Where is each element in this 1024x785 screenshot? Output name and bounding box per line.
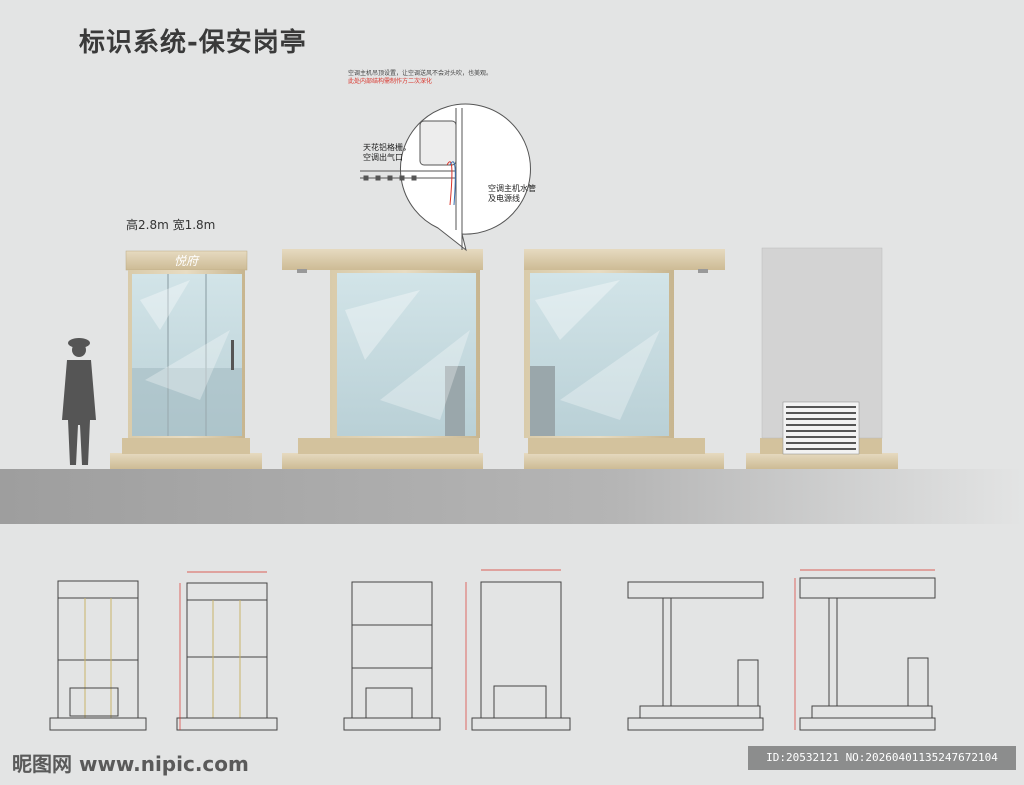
callout-detail [360, 108, 463, 250]
ceiling-grille-label: 天花铝格栅， 空调出气口 [363, 143, 411, 163]
watermark-site: 昵图网 www.nipic.com [12, 752, 249, 776]
ceiling-label-line1: 天花铝格栅， [363, 143, 411, 152]
watermark-id: ID:20532121 NO:20260401135247672104 [748, 746, 1016, 770]
callout-note: 空调主机吊顶设置，让空调送风不会对头吹，也美观。 此处内部结构需制作方二次深化 [348, 70, 518, 86]
page-title: 标识系统-保安岗亭 [79, 28, 307, 58]
booth-side-view-right [524, 249, 725, 469]
booth-back-view [746, 247, 898, 469]
pipe-label-line2: 及电源线 [488, 194, 520, 203]
booth-front-view: 悦府 [110, 250, 262, 469]
ground-band [0, 469, 1024, 524]
size-label: 高2.8m 宽1.8m [126, 218, 216, 232]
pipe-label-line1: 空调主机水管 [488, 184, 536, 193]
booth-sign-text: 悦府 [174, 254, 200, 268]
callout-note-line2: 此处内部结构需制作方二次深化 [348, 78, 433, 85]
callout-note-line1: 空调主机吊顶设置，让空调送风不会对头吹，也美观。 [348, 70, 493, 77]
pipe-label: 空调主机水管 及电源线 [488, 184, 536, 204]
ceiling-label-line2: 空调出气口 [363, 153, 403, 162]
technical-drawings [49, 569, 936, 731]
booth-side-view-left [282, 249, 483, 469]
guard-silhouette [62, 338, 96, 465]
